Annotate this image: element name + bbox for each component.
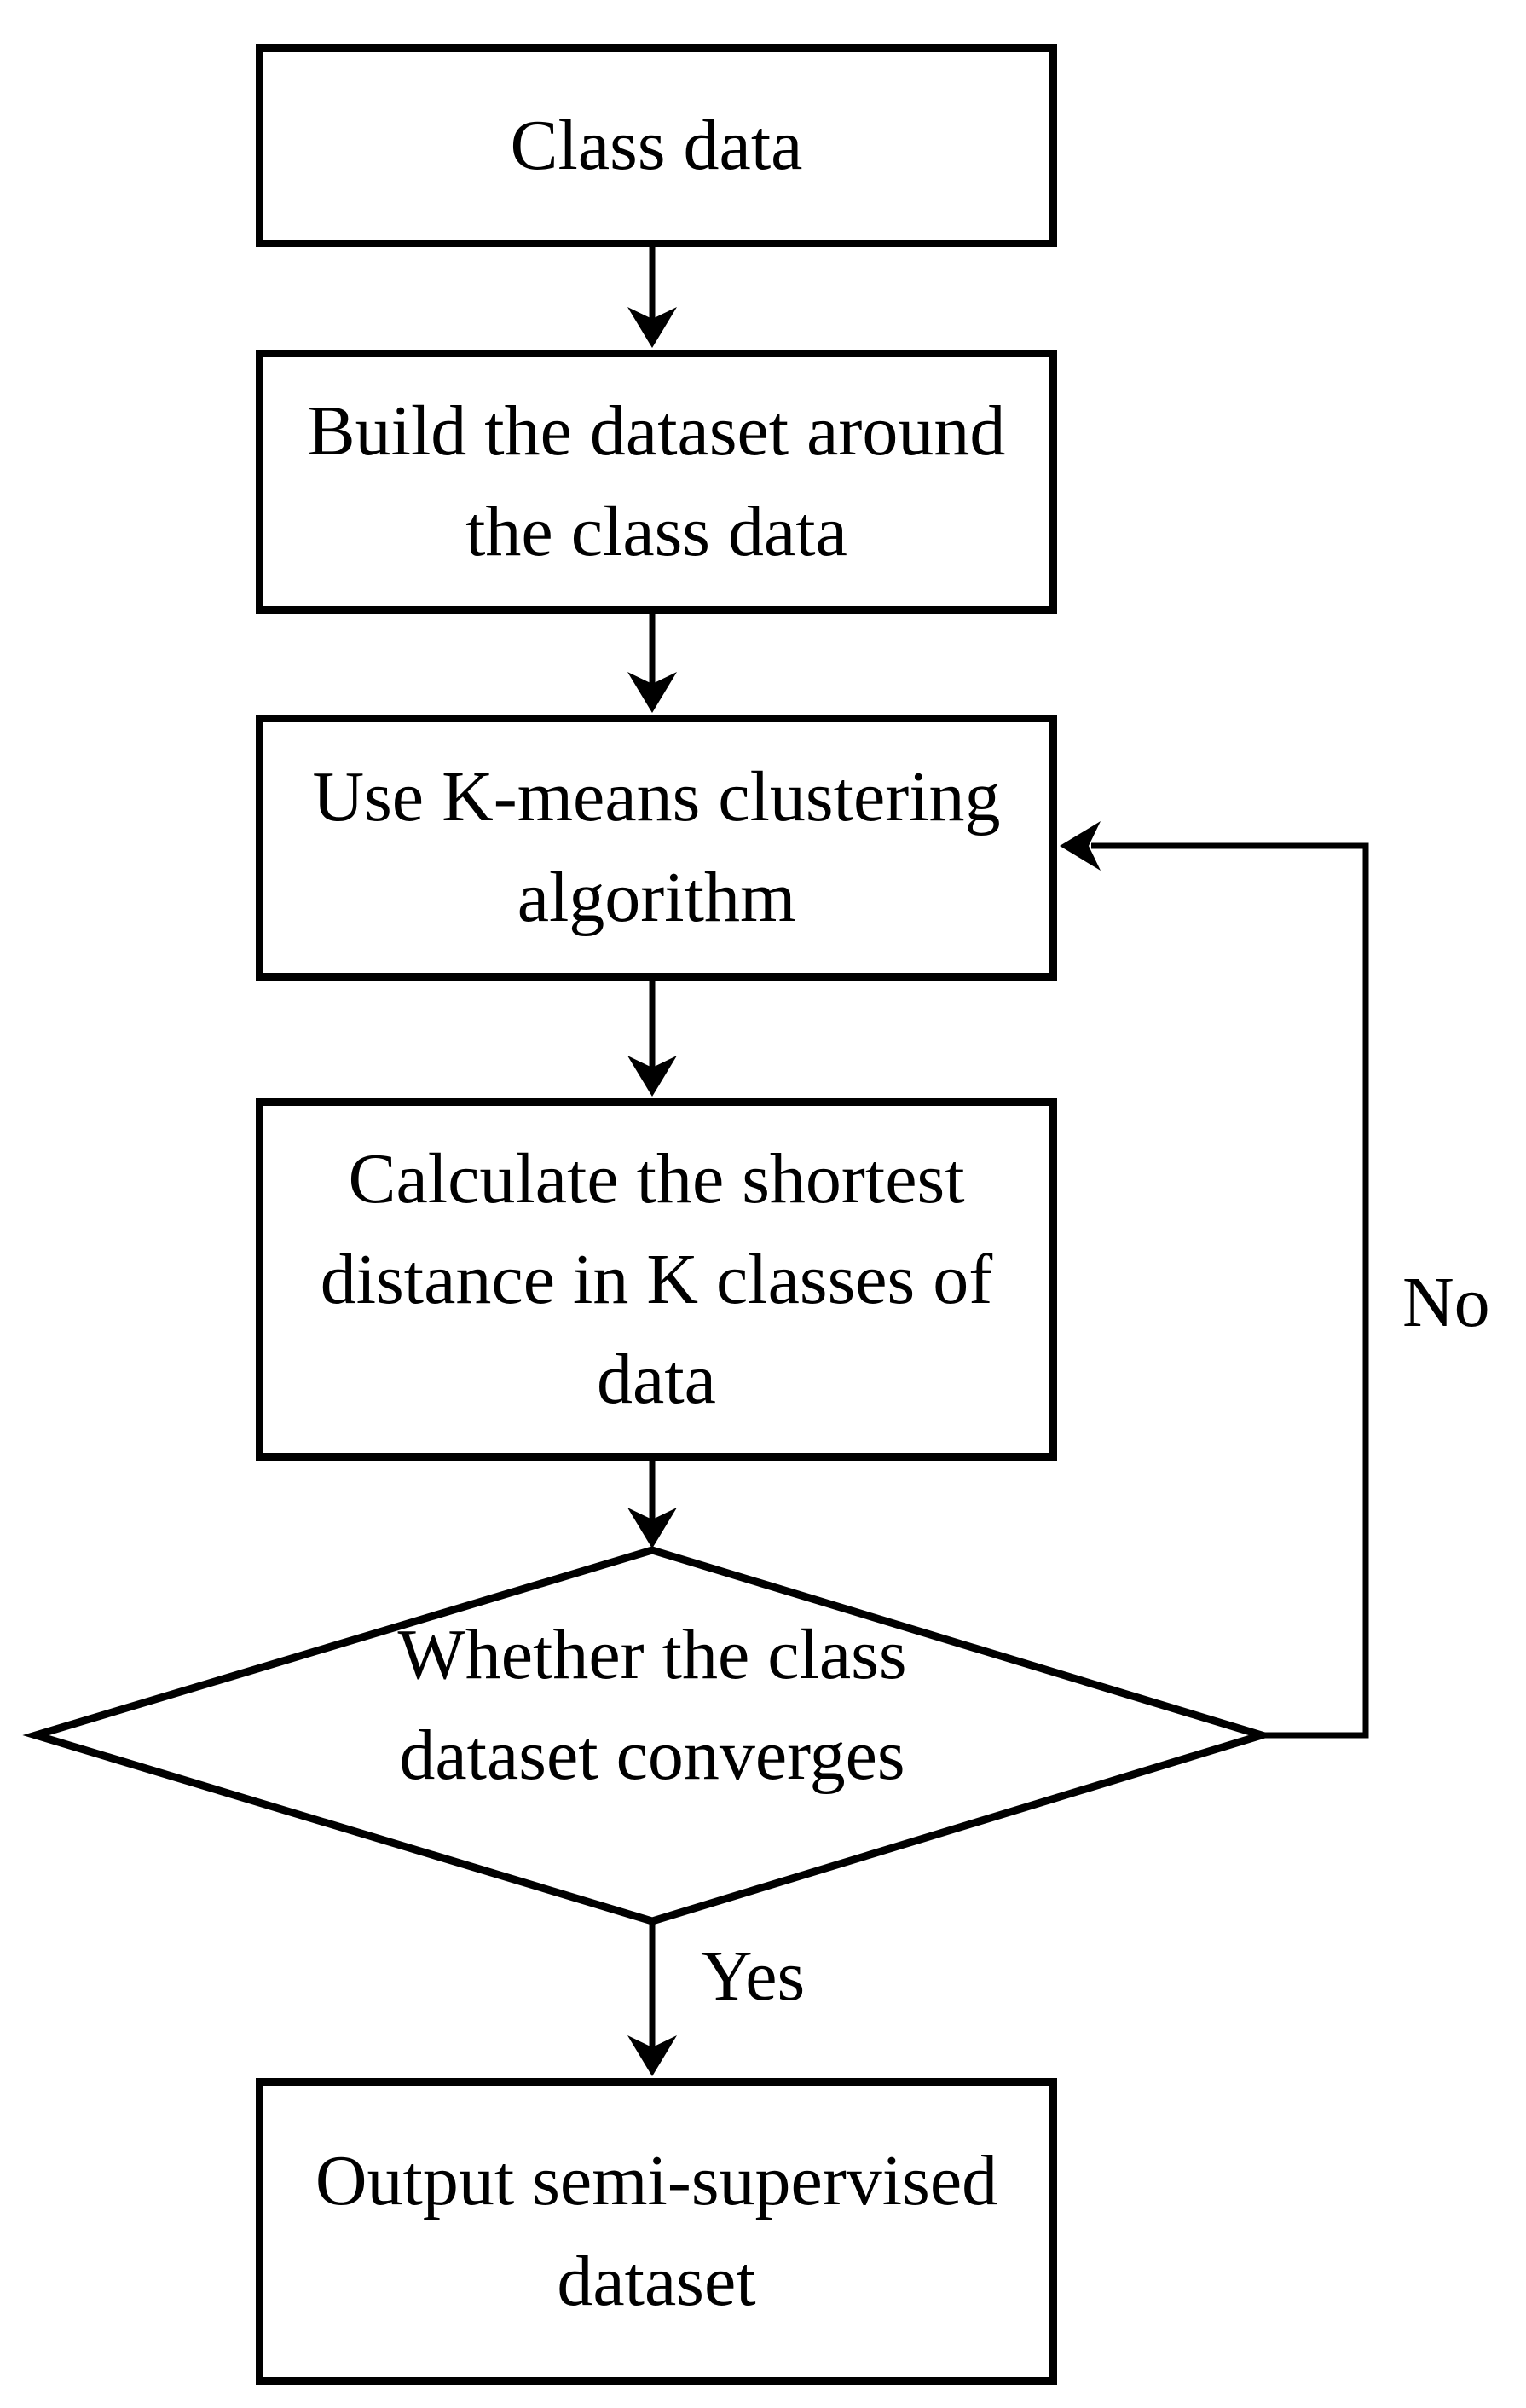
arrow-build-dataset-to-kmeans [627,611,677,713]
node-shortest-distance-label: Calculate the shortest distance in K cla… [320,1139,993,1420]
arrowhead-down-icon [627,672,677,713]
node-kmeans: Use K-means clustering algorithm [256,715,1057,981]
node-output-dataset: Output semi-supervised dataset [256,2078,1057,2385]
node-converges-decision: Whether the class dataset converges [345,1582,959,1829]
loop-stem [1091,842,1369,1739]
arrowhead-down-icon [627,307,677,348]
arrow-converges-yes-to-output [627,1918,677,2076]
arrowhead-down-icon [627,1056,677,1097]
arrow-converges-no-loop-to-kmeans [1060,821,1369,1739]
arrow-kmeans-to-shortest-distance [627,977,677,1097]
arrowhead-down-icon [627,1508,677,1548]
arrow-class-data-to-build-dataset [627,244,677,348]
node-converges-label: Whether the class dataset converges [397,1615,907,1795]
arrow-shortest-distance-to-converges [627,1457,677,1548]
node-output-dataset-label: Output semi-supervised dataset [315,2141,998,2321]
edge-label-no: No [1402,1263,1490,1342]
node-class-data-label: Class data [510,106,803,186]
node-build-dataset: Build the dataset around the class data [256,350,1057,614]
node-build-dataset-label: Build the dataset around the class data [307,391,1006,571]
arrowhead-left-icon [1060,821,1101,871]
edge-label-yes: Yes [701,1936,806,2016]
node-kmeans-label: Use K-means clustering algorithm [312,757,1001,937]
arrowhead-down-icon [627,2035,677,2076]
node-class-data: Class data [256,44,1057,247]
node-shortest-distance: Calculate the shortest distance in K cla… [256,1098,1057,1461]
